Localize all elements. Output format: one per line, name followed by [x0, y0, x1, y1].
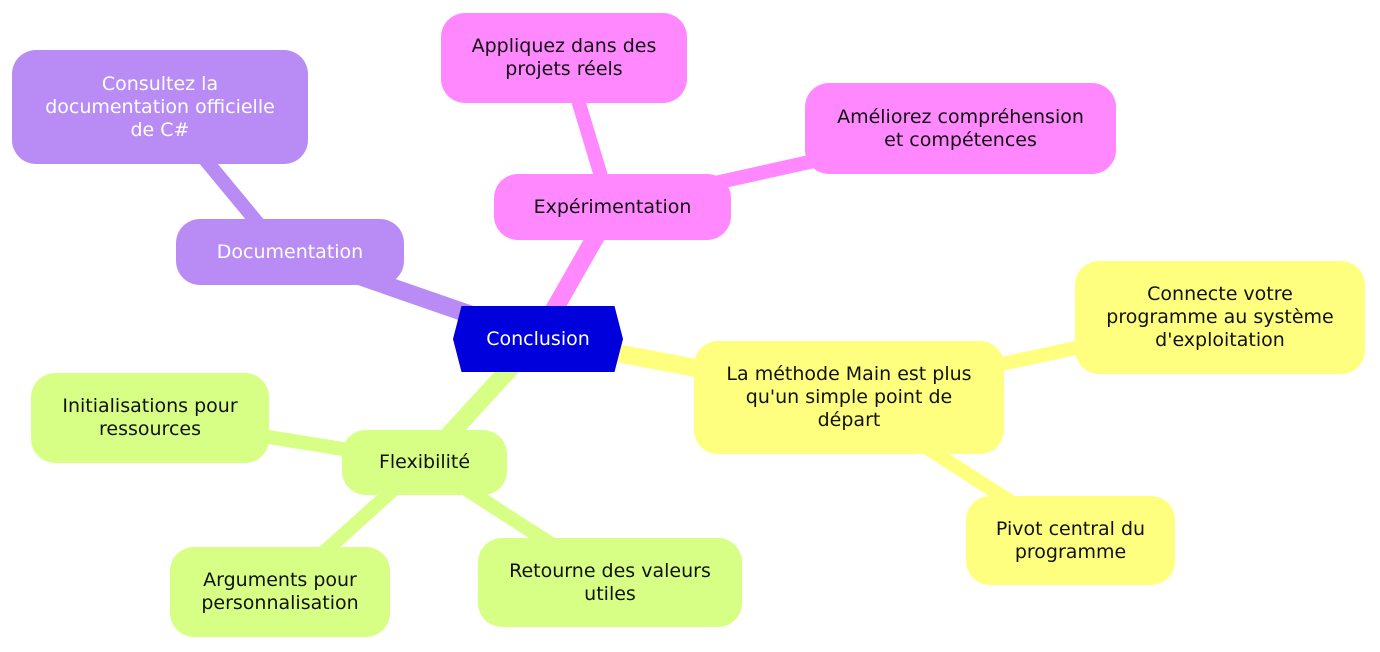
- node-documentation-child[interactable]: Consultez la documentation officielle de…: [12, 50, 308, 164]
- node-main-method-child-2[interactable]: Pivot central du programme: [966, 496, 1175, 585]
- node-flexibility-label: Flexibilité: [378, 451, 471, 473]
- node-experimentation-child-2-label: Améliorez compréhension et compétences: [837, 105, 1084, 151]
- node-main-method-child-1[interactable]: Connecte votre programme au système d'ex…: [1075, 261, 1365, 374]
- node-main-method-child-2-label: Pivot central du programme: [995, 517, 1146, 563]
- node-flexibility-child-2-label: Arguments pour personnalisation: [201, 569, 359, 614]
- node-main-method-child-1-label: Connecte votre programme au système d'ex…: [1106, 283, 1334, 351]
- node-experimentation-label: Expérimentation: [533, 195, 692, 218]
- node-flexibility-child-1[interactable]: Initialisations pour ressources: [31, 373, 269, 463]
- node-flexibility-child-3-label: Retourne des valeurs utiles: [509, 559, 711, 605]
- node-conclusion-label: Conclusion: [486, 327, 590, 350]
- node-flexibility-child-3[interactable]: Retourne des valeurs utiles: [478, 538, 742, 627]
- node-documentation[interactable]: Documentation: [176, 219, 404, 285]
- node-documentation-label: Documentation: [216, 240, 364, 263]
- node-experimentation[interactable]: Expérimentation: [494, 174, 731, 240]
- node-experimentation-child-2[interactable]: Améliorez compréhension et compétences: [805, 83, 1116, 174]
- node-flexibility-child-1-label: Initialisations pour ressources: [62, 395, 238, 440]
- node-documentation-child-label: Consultez la documentation officielle de…: [45, 72, 275, 141]
- node-experimentation-child-1[interactable]: Appliquez dans des projets réels: [441, 13, 687, 103]
- node-flexibility-child-2[interactable]: Arguments pour personnalisation: [170, 547, 390, 637]
- node-experimentation-child-1-label: Appliquez dans des projets réels: [471, 35, 657, 80]
- node-main-method[interactable]: La méthode Main est plus qu'un simple po…: [694, 341, 1004, 454]
- node-conclusion[interactable]: Conclusion: [453, 306, 623, 372]
- node-main-method-label: La méthode Main est plus qu'un simple po…: [726, 363, 972, 431]
- node-flexibility[interactable]: Flexibilité: [342, 430, 507, 495]
